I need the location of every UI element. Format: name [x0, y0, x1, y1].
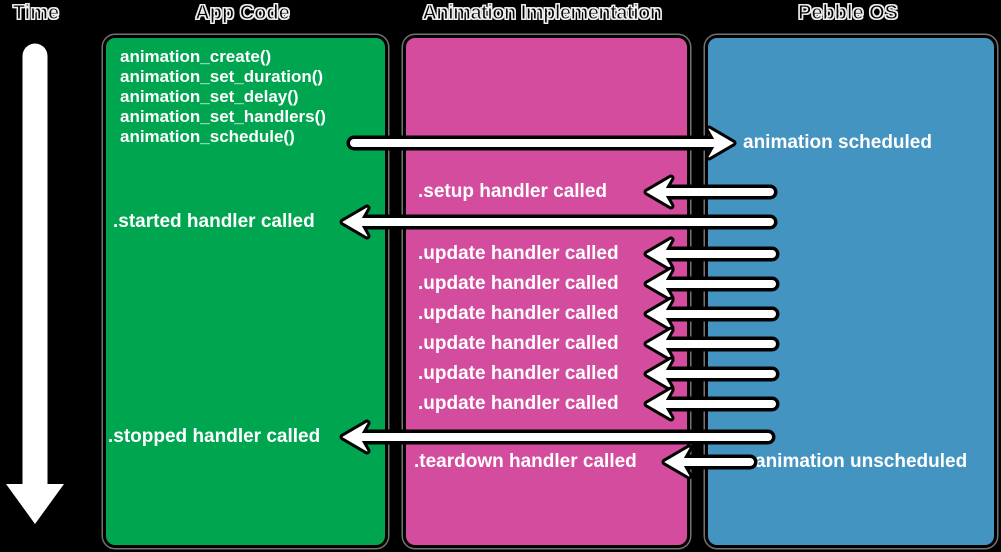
animation-implementation-box — [403, 35, 690, 548]
update-handler-label: .update handler called — [418, 363, 619, 384]
function-call: animation_create() — [120, 47, 272, 66]
pebble-os-header: Pebble OS — [797, 1, 899, 24]
down-arrow-icon — [0, 40, 73, 537]
teardown-handler-label: .teardown handler called — [414, 451, 637, 472]
app-code-box — [103, 35, 388, 548]
update-handler-label: .update handler called — [418, 243, 619, 264]
function-call: animation_set_duration() — [120, 67, 324, 86]
started-handler-label: .started handler called — [113, 211, 315, 232]
app-code-header: App Code — [195, 1, 291, 24]
update-handler-label: .update handler called — [418, 303, 619, 324]
function-call: animation_schedule() — [120, 127, 295, 146]
animation-scheduled-label: animation scheduled — [743, 132, 932, 153]
update-handler-label: .update handler called — [418, 333, 619, 354]
animation-implementation-header: Animation Implementation — [422, 1, 663, 24]
setup-handler-label: .setup handler called — [418, 181, 607, 202]
stopped-handler-label: .stopped handler called — [108, 426, 321, 447]
time-axis-header: Time — [12, 1, 60, 24]
update-handler-label: .update handler called — [418, 273, 619, 294]
app-code-function-list: animation_create() animation_set_duratio… — [120, 47, 326, 147]
animation-unscheduled-label: animation unscheduled — [755, 451, 968, 472]
update-handler-label: .update handler called — [418, 393, 619, 414]
function-call: animation_set_delay() — [120, 87, 299, 106]
function-call: animation_set_handlers() — [120, 107, 326, 126]
